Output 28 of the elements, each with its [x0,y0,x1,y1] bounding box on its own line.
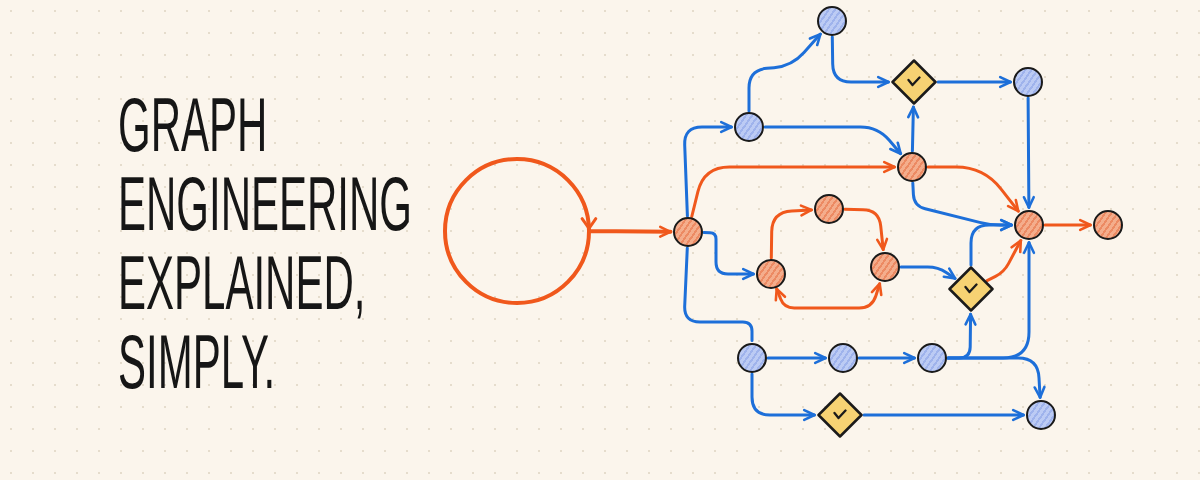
arrow [769,204,813,260]
diamond-node [948,266,994,312]
arrow [936,75,1012,89]
arrow [946,356,1046,399]
arrow [985,239,1023,283]
diamond-node [817,392,863,438]
arrow [969,218,1013,267]
arrow [830,35,890,89]
arrow [766,351,827,365]
arrow [926,165,1020,213]
arrow [907,105,920,153]
loop-arrow [443,157,673,305]
connector-line [683,246,754,342]
arrow [1022,96,1035,209]
arrow [683,120,733,218]
arrow [702,231,755,281]
arrow [750,372,816,422]
arrow [843,207,889,252]
arrow [862,408,1025,422]
arrow [690,160,896,218]
arrow [899,265,957,280]
diamond-node [891,59,937,105]
arrow [747,32,822,113]
arrow [774,282,883,310]
arrow [857,351,916,365]
title: GRAPH ENGINEERING EXPLAINED, SIMPLY. [118,86,414,403]
arrow [1043,218,1092,232]
arrow [763,125,903,156]
